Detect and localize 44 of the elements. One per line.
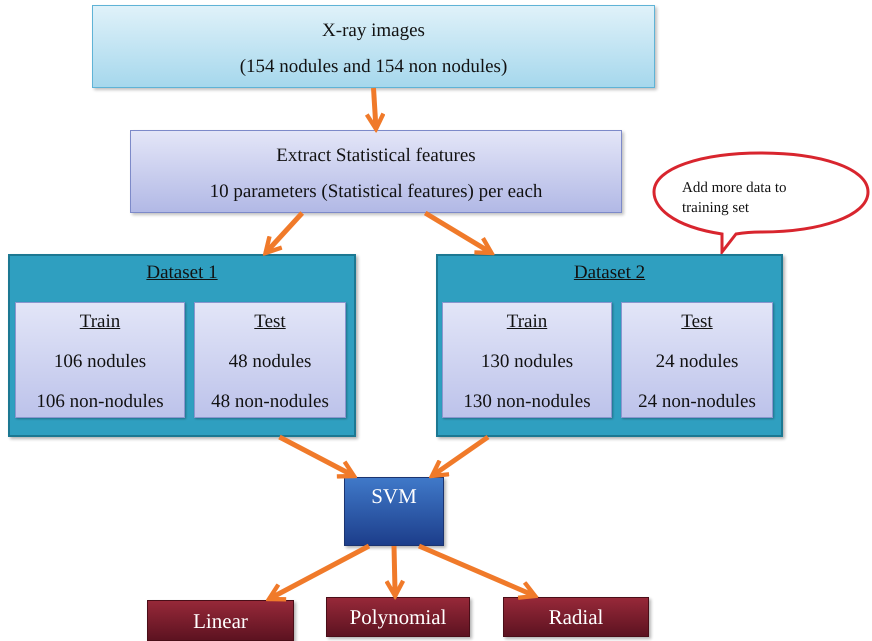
box-label: 10 parameters (Statistical features) per each — [208, 181, 544, 203]
box-label: 106 nodules — [52, 351, 148, 373]
heading: Test — [680, 311, 714, 333]
arrow — [430, 434, 490, 478]
arrow — [418, 544, 538, 600]
box-label: Radial — [548, 605, 604, 630]
split-box — [621, 302, 773, 418]
split-box — [442, 302, 612, 418]
heading: Train — [78, 311, 122, 333]
heading: Dataset 2 — [572, 262, 646, 284]
dataset-panel — [8, 254, 356, 437]
split-box — [194, 302, 346, 418]
box-label: 130 nodules — [480, 351, 574, 373]
dataset-panel — [436, 254, 783, 437]
classifier-box — [344, 477, 444, 546]
kernel-box — [503, 597, 649, 637]
kernel-box — [147, 600, 294, 641]
box-label: 48 non-nodules — [210, 391, 330, 413]
arrow — [263, 211, 304, 256]
box-label: SVM — [370, 484, 418, 509]
box-label: 24 nodules — [654, 351, 740, 373]
heading: Train — [506, 311, 548, 333]
box-label: Extract Statistical features — [275, 145, 477, 167]
arrow — [278, 434, 356, 479]
box-label: Linear — [192, 609, 249, 634]
callout-text: Add more data to training set — [682, 179, 788, 218]
box-label: 106 non-nodules — [35, 391, 165, 413]
split-box — [15, 302, 185, 418]
box-label: X-ray images — [321, 20, 426, 42]
box-label: 130 non-nodules — [462, 391, 592, 413]
speech-bubble — [650, 150, 872, 256]
box-label: Polynomial — [348, 605, 448, 630]
arrow — [266, 544, 370, 602]
heading: Dataset 1 — [145, 262, 219, 284]
box-label: 24 non-nodules — [637, 391, 757, 413]
process-box — [92, 5, 655, 88]
arrow — [384, 546, 406, 598]
box-label: 48 nodules — [228, 351, 312, 373]
kernel-box — [326, 597, 470, 637]
arrow — [364, 88, 386, 132]
arrow — [424, 210, 494, 256]
process-box — [130, 130, 622, 213]
box-label: (154 nodules and 154 non nodules) — [238, 56, 508, 78]
heading: Test — [253, 311, 287, 333]
